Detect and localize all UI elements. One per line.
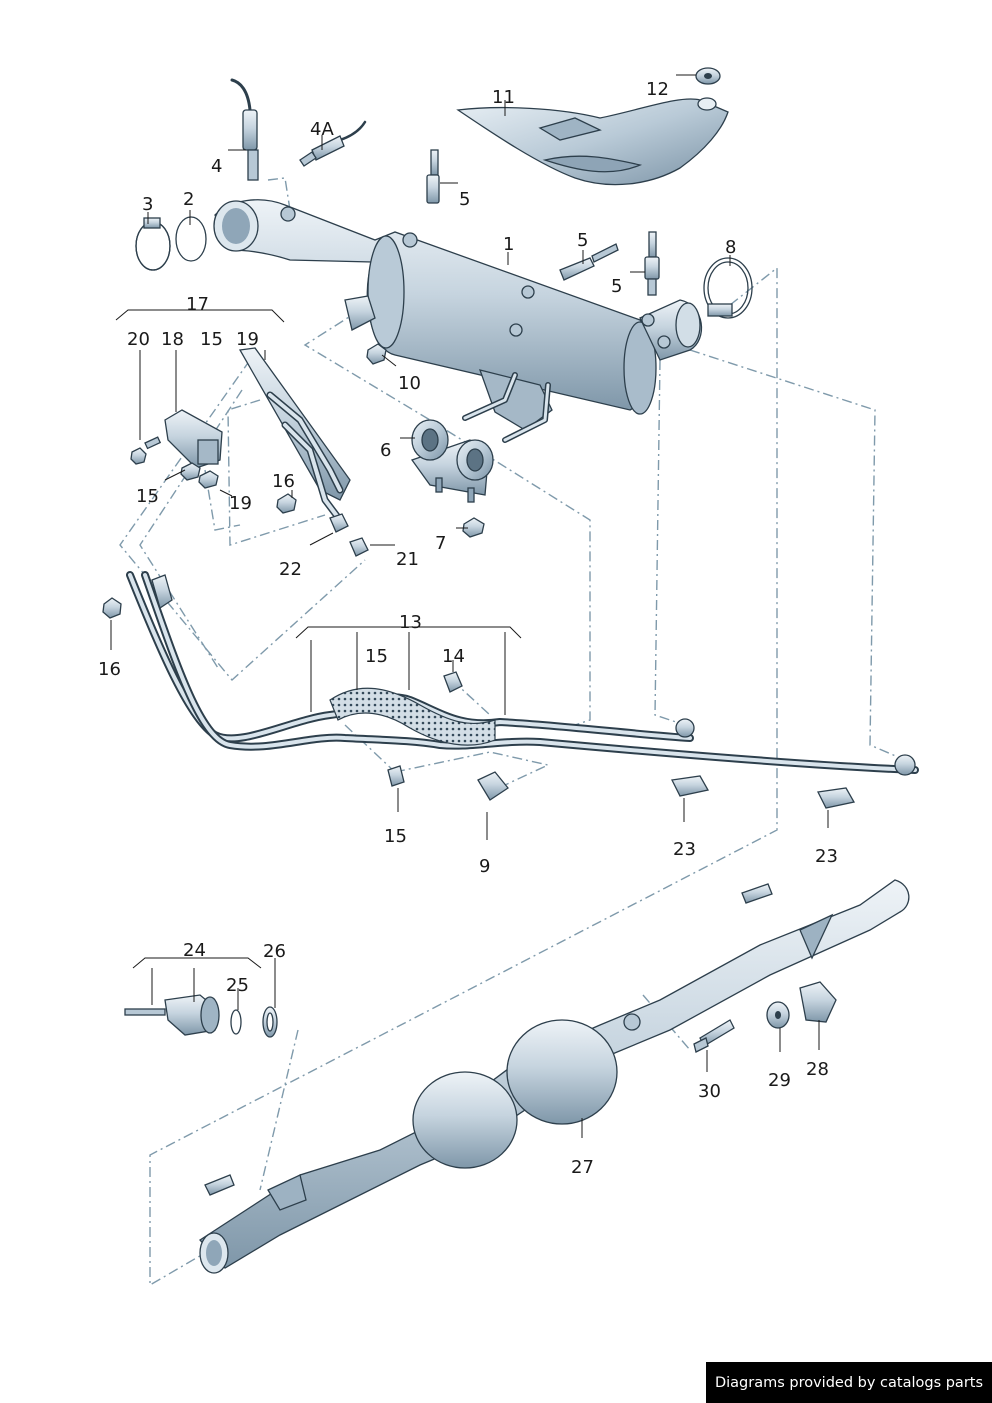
particle-filter-part-1 [213, 199, 703, 443]
nut-part-16-upper [276, 493, 297, 514]
callout-8: 8 [725, 237, 736, 258]
callout-7: 7 [435, 533, 446, 554]
callout-17: 17 [186, 294, 209, 315]
callout-16-lower: 16 [98, 659, 121, 680]
callout-9: 9 [479, 856, 490, 877]
heat-shield-part-11 [456, 98, 729, 186]
seal-ring-part-25 [230, 1009, 242, 1035]
callout-28: 28 [806, 1059, 829, 1080]
clip-part-15-lower [387, 765, 405, 787]
pipe-assembly-part-13 [126, 571, 919, 776]
callout-15-pipe: 15 [365, 646, 388, 667]
callout-22: 22 [279, 559, 302, 580]
callout-27: 27 [571, 1157, 594, 1178]
callout-19-group: 19 [236, 329, 259, 350]
bracket-part-19 [238, 347, 351, 524]
rubber-mount-part-28 [799, 981, 837, 1023]
sensor-part-5-middle [559, 243, 619, 281]
callout-29: 29 [768, 1070, 791, 1091]
mounting-bracket-part-6 [410, 419, 494, 503]
nut-part-16-lower [102, 597, 122, 619]
credit-banner: Diagrams provided by catalogs parts [706, 1362, 992, 1403]
nut-part-7 [462, 517, 485, 538]
callout-4: 4 [211, 156, 222, 177]
sensor-part-24 [124, 994, 220, 1036]
washer-part-29 [766, 1001, 790, 1029]
callout-30: 30 [698, 1081, 721, 1102]
callout-25: 25 [226, 975, 249, 996]
clip-part-22 [329, 513, 349, 533]
oxygen-sensor-part-4 [230, 78, 259, 181]
callout-2: 2 [183, 189, 194, 210]
callout-4a: 4A [310, 119, 334, 140]
washer-part-12 [695, 67, 721, 111]
clip-part-23-left [671, 775, 710, 797]
callout-24: 24 [183, 940, 206, 961]
callout-labels: 1 2 3 4 4A 5 5 5 6 7 8 9 10 11 12 13 14 … [98, 79, 838, 1178]
callout-14: 14 [442, 646, 465, 667]
clip-part-14 [443, 671, 463, 693]
callout-1: 1 [503, 234, 514, 255]
bolt-part-20 [130, 436, 162, 465]
callout-15-group: 15 [200, 329, 223, 350]
clamp-part-3 [135, 217, 171, 271]
nut-part-15-left [180, 462, 201, 481]
callout-20: 20 [127, 329, 150, 350]
callout-5-right: 5 [611, 276, 622, 297]
nut-part-19-left [198, 470, 219, 489]
callout-19-left: 19 [229, 493, 252, 514]
callout-5-top: 5 [459, 189, 470, 210]
callout-18: 18 [161, 329, 184, 350]
callout-21: 21 [396, 549, 419, 570]
temperature-sensor-part-4a [299, 120, 367, 167]
callout-26: 26 [263, 941, 286, 962]
clamp-part-9 [477, 771, 509, 801]
exhaust-pipe-part-27 [199, 879, 910, 1274]
sensor-part-30 [693, 1019, 735, 1053]
leader-lines [110, 74, 829, 1138]
credit-text: Diagrams provided by catalogs parts [714, 1374, 984, 1391]
callout-12: 12 [646, 79, 669, 100]
callout-16-upper: 16 [272, 471, 295, 492]
gasket-part-2 [175, 216, 207, 262]
pressure-sensor-part-18 [164, 409, 223, 469]
callout-10: 10 [398, 373, 421, 394]
clip-part-23-right [817, 787, 856, 809]
sensor-part-5-top [426, 149, 440, 204]
callout-23-left: 23 [673, 839, 696, 860]
clamp-part-8 [703, 257, 753, 319]
clamp-part-26 [262, 1006, 278, 1038]
callout-13: 13 [399, 612, 422, 633]
callout-15-left: 15 [136, 486, 159, 507]
callout-15-lower: 15 [384, 826, 407, 847]
callout-11: 11 [492, 87, 515, 108]
callout-6: 6 [380, 440, 391, 461]
sensor-part-5-right [644, 231, 660, 296]
callout-23-right: 23 [815, 846, 838, 867]
bracket-near-canister [344, 295, 376, 331]
nut-part-10 [366, 343, 387, 365]
callout-5-middle: 5 [577, 230, 588, 251]
clip-part-21 [349, 537, 369, 557]
callout-3: 3 [142, 194, 153, 215]
